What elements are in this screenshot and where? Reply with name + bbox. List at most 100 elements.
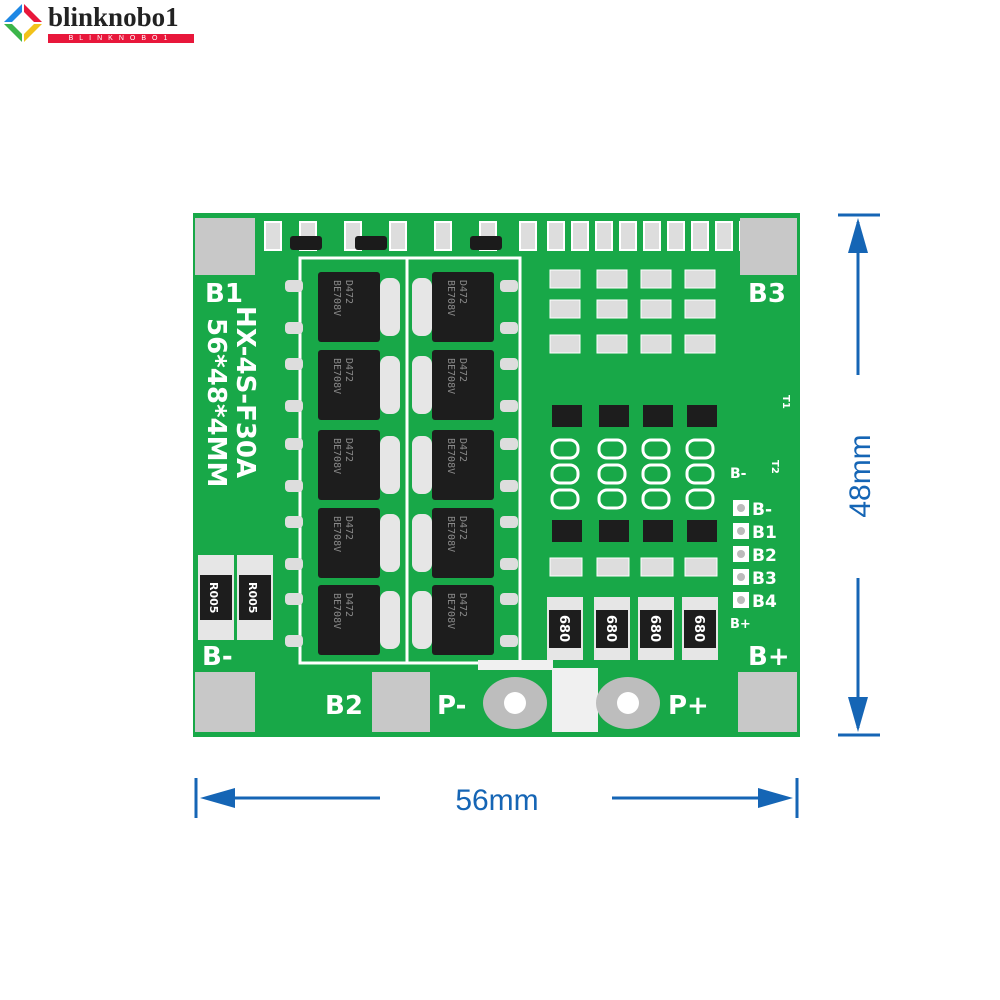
label-b-minus-mid: B- [730, 466, 747, 482]
mosfet-pin [500, 400, 518, 412]
ic-chip [552, 520, 582, 542]
header-pin-hole [737, 504, 745, 512]
header-pin-label: B- [752, 500, 772, 520]
mosfet-pin [500, 516, 518, 528]
mosfet-pin [285, 593, 303, 605]
capacitor-outline [685, 488, 715, 510]
smd-resistor [667, 221, 685, 251]
mosfet-pin [285, 358, 303, 370]
brand-logo: blinknobo1 BLINKNOBO1 [2, 2, 197, 44]
label-b-plus-small: B+ [730, 617, 751, 632]
mosfet-pin [285, 558, 303, 570]
header-pin-hole [737, 527, 745, 535]
mosfet-marking-2: BE708V [445, 438, 456, 474]
mosfet [318, 430, 380, 500]
resistor-marking: 680 [556, 615, 571, 642]
smd-resistor [519, 221, 537, 251]
mosfet [318, 350, 380, 420]
mosfet [318, 585, 380, 655]
resistor-680 [640, 610, 672, 648]
header-pin-label: B2 [752, 546, 777, 566]
capacitor-outline [550, 488, 580, 510]
height-dimension: 48mm [838, 213, 880, 737]
mosfet-tab [412, 356, 432, 414]
resistor-680 [549, 610, 581, 648]
mosfet [432, 350, 494, 420]
mosfet-tab [380, 514, 400, 572]
resistor-marking: 680 [647, 615, 662, 642]
smd-resistor [595, 221, 613, 251]
smd-component [596, 269, 628, 289]
smd-resistor [389, 221, 407, 251]
capacitor-outline [550, 463, 580, 485]
pad-b2 [372, 672, 430, 732]
width-dimension: 56mm [194, 778, 799, 818]
capacitor-outline [641, 438, 671, 460]
smd-component [549, 269, 581, 289]
smd-resistor [547, 221, 565, 251]
label-b2: B2 [325, 691, 363, 721]
transistor [355, 236, 387, 250]
smd-component [596, 299, 628, 319]
resistor-680 [596, 610, 628, 648]
mosfet-tab [412, 436, 432, 494]
shunt-resistor [200, 575, 232, 620]
transistor [290, 236, 322, 250]
mosfet-tab [412, 514, 432, 572]
mosfet-tab [380, 436, 400, 494]
size-label: 56*48*4MM [201, 318, 231, 487]
mosfet-pin [285, 438, 303, 450]
mosfet-tab [412, 591, 432, 649]
pad-b-plus [738, 672, 797, 732]
pad-center [552, 668, 598, 732]
mosfet [432, 508, 494, 578]
pad-b3 [740, 218, 797, 275]
resistor-marking: 680 [603, 615, 618, 642]
capacitor-outline [641, 488, 671, 510]
smd-component [640, 557, 674, 577]
label-b3: B3 [748, 279, 786, 309]
mosfet-marking-2: BE708V [331, 280, 342, 316]
smd-component [640, 334, 672, 354]
smd-resistor [264, 221, 282, 251]
smd-component [640, 269, 672, 289]
capacitor-outline [641, 463, 671, 485]
mosfet-marking-1: D472 [343, 593, 354, 617]
ic-chip [552, 405, 582, 427]
shunt-resistor [239, 575, 271, 620]
mosfet-tab [380, 278, 400, 336]
mosfet-pin [500, 438, 518, 450]
mosfet-marking-1: D472 [343, 438, 354, 462]
mosfet-marking-2: BE708V [445, 358, 456, 394]
resistor-680 [684, 610, 716, 648]
mosfet-pin [285, 635, 303, 647]
mosfet-marking-1: D472 [343, 358, 354, 382]
width-label: 56mm [455, 784, 538, 817]
smd-resistor [691, 221, 709, 251]
smd-resistor [434, 221, 452, 251]
logo-name: blinknobo1 [48, 2, 179, 32]
mosfet-pin [500, 358, 518, 370]
smd-component [640, 299, 672, 319]
mosfet-marking-2: BE708V [331, 516, 342, 552]
mosfet-marking-1: D472 [457, 516, 468, 540]
ic-chip [687, 405, 717, 427]
capacitor-outline [685, 463, 715, 485]
mosfet-pin [285, 322, 303, 334]
silk-bar [478, 660, 553, 670]
label-t2: T2 [769, 460, 780, 474]
mosfet-tab [380, 356, 400, 414]
smd-component [596, 334, 628, 354]
mosfet-marking-1: D472 [457, 438, 468, 462]
header-pin-label: B4 [752, 592, 777, 612]
mosfet [432, 430, 494, 500]
shunt-marking: R005 [207, 582, 220, 613]
mosfet-pin [285, 480, 303, 492]
header-pin-label: B1 [752, 523, 777, 543]
mosfet [432, 585, 494, 655]
header-pin-label: B3 [752, 569, 777, 589]
smd-component [549, 299, 581, 319]
header-pin-hole [737, 550, 745, 558]
ic-chip [599, 405, 629, 427]
